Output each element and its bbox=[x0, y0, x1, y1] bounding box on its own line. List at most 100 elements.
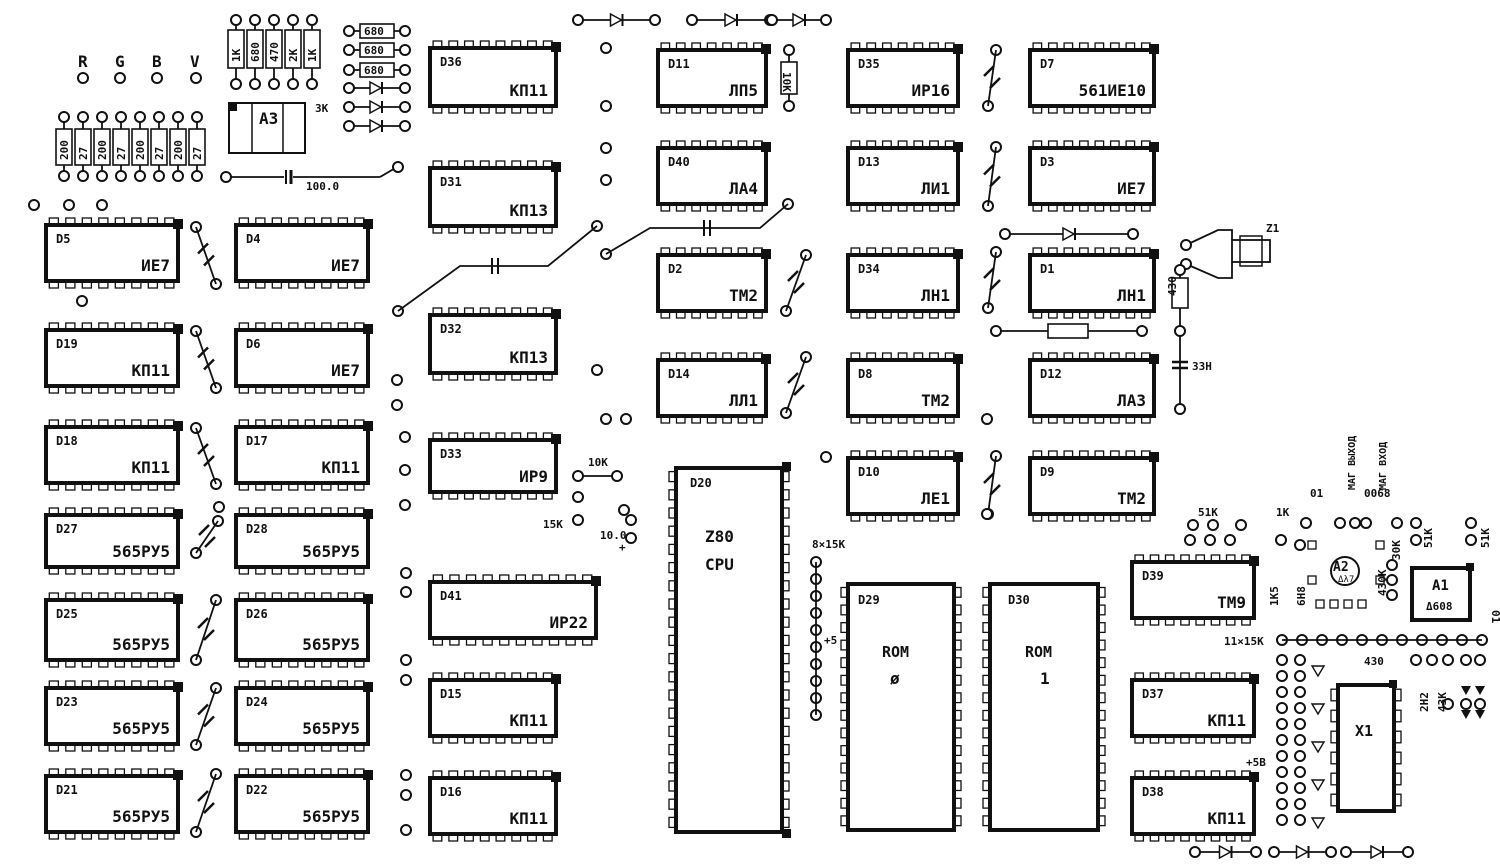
resistor-left-value: 27 bbox=[77, 147, 90, 160]
resistor-680-3: 680 bbox=[343, 62, 411, 78]
label-6h8: 6Н8 bbox=[1295, 586, 1308, 606]
chip-part: ЛН1 bbox=[921, 286, 950, 305]
chip-code: D36 bbox=[440, 55, 462, 69]
chip-part: ИР16 bbox=[911, 81, 950, 100]
resistor-top-1: 1K bbox=[227, 14, 245, 90]
chip-code: D7 bbox=[1040, 57, 1054, 71]
chip-part: 565РУ5 bbox=[302, 635, 360, 654]
chip-part: КП11 bbox=[509, 809, 548, 828]
resistor-680-value: 680 bbox=[364, 25, 384, 38]
chip-code: D38 bbox=[1142, 785, 1164, 799]
resistor-top-2: 680 bbox=[246, 14, 264, 90]
label-0068: 0068 bbox=[1364, 487, 1391, 500]
chip-code: D21 bbox=[56, 783, 78, 797]
chip-code: D26 bbox=[246, 607, 268, 621]
resistor-top-value: 2K bbox=[287, 48, 300, 62]
rgbv-label-v: V bbox=[190, 52, 200, 71]
chip-code: D35 bbox=[858, 57, 880, 71]
label-11x15k: 11×15K bbox=[1224, 635, 1264, 648]
z1-label: Z1 bbox=[1266, 222, 1280, 235]
a1-part: Δ608 bbox=[1426, 600, 1453, 613]
resistor-left-value: 200 bbox=[96, 140, 109, 160]
rgbv-connector: R G B V bbox=[77, 52, 202, 84]
cpu-line1: Z80 bbox=[705, 527, 734, 546]
capacitor-100: 100.0 bbox=[220, 161, 404, 193]
chip-code: D37 bbox=[1142, 687, 1164, 701]
chip-part: ТМ2 bbox=[1117, 489, 1146, 508]
chip-code: D23 bbox=[56, 695, 78, 709]
label-mag-in: МАГ ВХОД bbox=[1378, 442, 1389, 490]
misc-components bbox=[28, 12, 1488, 860]
label-plus5b: +5В bbox=[1246, 756, 1266, 769]
chip-code: D13 bbox=[858, 155, 880, 169]
chip-code: D40 bbox=[668, 155, 690, 169]
chip-20: D21 565РУ5 bbox=[44, 768, 183, 840]
chip-part: ТМ2 bbox=[729, 286, 758, 305]
chip-pins bbox=[668, 470, 676, 829]
label-10k: 10K bbox=[588, 456, 608, 469]
misc-labels: 10K 10K 15K 10.0 + 8×15K +5 430 33Н МАГ … bbox=[543, 72, 1500, 769]
cpu-code: D20 bbox=[690, 476, 712, 490]
chip-code: D9 bbox=[1040, 465, 1054, 479]
chip-part: ЛЛ1 bbox=[729, 391, 758, 410]
label-10k-vert: 10K bbox=[780, 72, 793, 92]
label-01-b: 01 bbox=[1489, 610, 1500, 624]
chip-part: 565РУ5 bbox=[112, 542, 170, 561]
crystal-z1: Z1 bbox=[1180, 222, 1280, 279]
chip-code: D17 bbox=[246, 434, 268, 448]
chip-part: КП11 bbox=[131, 458, 170, 477]
chip-part: ЛП5 bbox=[729, 81, 758, 100]
resistor-top-value: 470 bbox=[268, 42, 281, 62]
chip-part: ИЕ7 bbox=[331, 256, 360, 275]
a1-code: A1 bbox=[1432, 578, 1449, 594]
chip-part: 565РУ5 bbox=[302, 542, 360, 561]
resistor-left-value: 27 bbox=[115, 147, 128, 160]
label-2h2: 2Н2 bbox=[1418, 692, 1431, 712]
resistor-top-5: 1K bbox=[303, 14, 321, 90]
resistor-top-3: 470 bbox=[265, 14, 283, 90]
chip-code: D1 bbox=[1040, 262, 1054, 276]
rom-1: D30 ROM 1 bbox=[988, 582, 1100, 832]
chip-part: КП11 bbox=[321, 458, 360, 477]
rom0-line1: ROM bbox=[882, 643, 909, 661]
resistor-left-value: 200 bbox=[58, 140, 71, 160]
chip-code: D32 bbox=[440, 322, 462, 336]
diode-1 bbox=[343, 80, 411, 96]
chip-part: ИЕ7 bbox=[141, 256, 170, 275]
resistor-left-value: 200 bbox=[172, 140, 185, 160]
module-a1: A1 Δ608 bbox=[1410, 563, 1474, 622]
resistor-left-1: 200 bbox=[55, 111, 73, 182]
chip-part: ИЕ7 bbox=[1117, 179, 1146, 198]
chip-part: КП13 bbox=[509, 348, 548, 367]
resistor-top-4: 2K bbox=[284, 14, 302, 90]
a2-part: Δλ7 bbox=[1338, 575, 1354, 585]
chip-17: D26 565РУ5 bbox=[234, 592, 373, 668]
chip-part: 565РУ5 bbox=[112, 807, 170, 826]
resistor-680-1: 680 bbox=[343, 23, 411, 39]
resistor-left-value: 27 bbox=[153, 147, 166, 160]
label-430-b: 430 bbox=[1364, 655, 1384, 668]
